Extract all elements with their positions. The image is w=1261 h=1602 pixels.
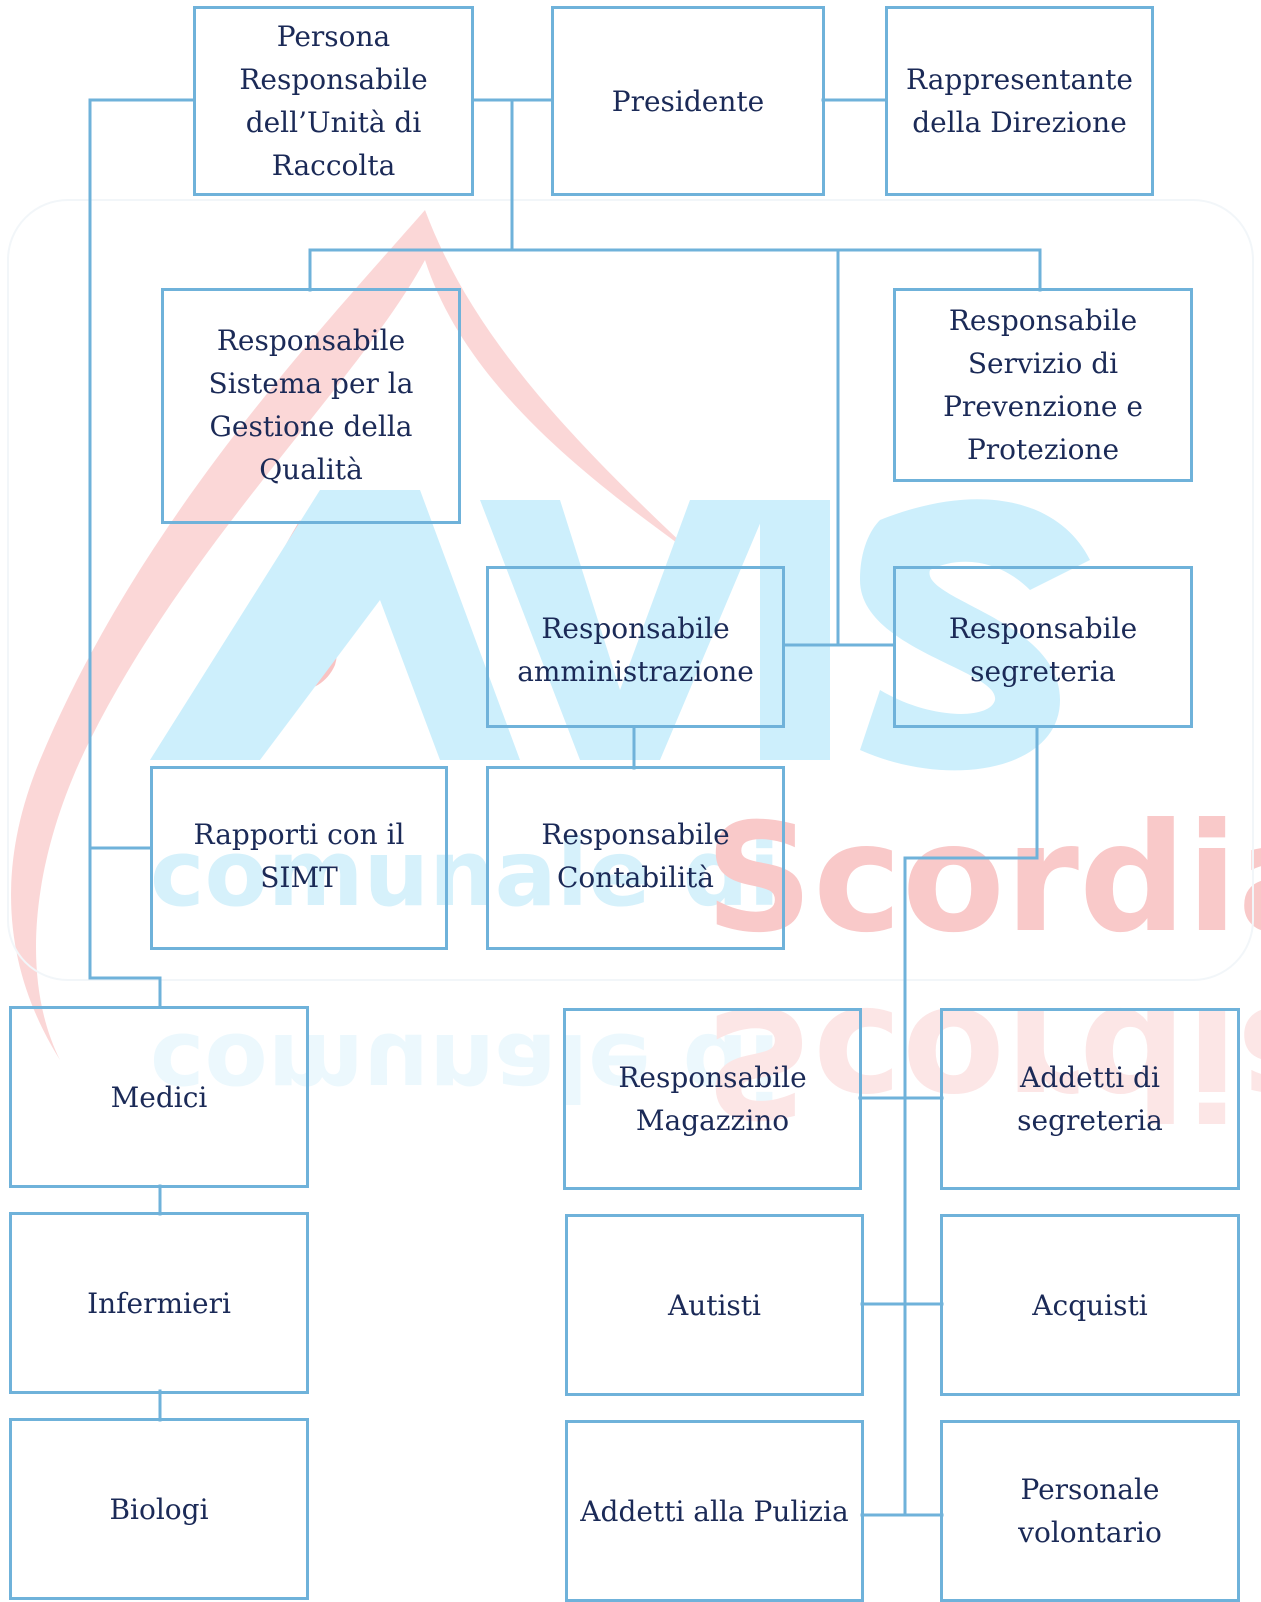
box-rapporti-simt: Rapporti con il SIMT [150,766,448,950]
label-responsabile-contabilita: Responsabile Contabilità [541,818,730,894]
box-medici: Medici [9,1006,309,1188]
label-responsabile-qualita: Responsabile Sistema per la Gestione del… [208,324,414,486]
label-biologi: Biologi [109,1492,209,1526]
watermark-frame [7,199,1254,981]
watermark-drop-swoosh [11,210,700,1060]
box-responsabile-segreteria: Responsabile segreteria [893,566,1193,728]
box-responsabile-qualita: Responsabile Sistema per la Gestione del… [161,288,461,524]
label-rappresentante-direzione: Rappresentante della Direzione [906,63,1133,139]
watermark-comunale-reflection: comunale di [150,1013,780,1120]
label-responsabile-prevenzione: Responsabile Servizio di Prevenzione e P… [943,304,1143,466]
watermark-scordia-reflection: Scordia [705,974,1261,1148]
label-medici: Medici [110,1080,208,1114]
box-persona-responsabile: Persona Responsabile dell’Unità di Racco… [193,6,474,196]
box-responsabile-amministrazione: Responsabile amministrazione [486,566,785,728]
box-responsabile-prevenzione: Responsabile Servizio di Prevenzione e P… [893,288,1193,482]
label-responsabile-magazzino: Responsabile Magazzino [618,1061,807,1137]
label-presidente: Presidente [611,84,765,118]
box-responsabile-contabilita: Responsabile Contabilità [486,766,785,950]
box-rappresentante-direzione: Rappresentante della Direzione [885,6,1154,196]
label-personale-volontario: Personale volontario [1018,1473,1162,1549]
label-acquisti: Acquisti [1032,1288,1148,1322]
box-presidente: Presidente [551,6,825,196]
label-addetti-segreteria: Addetti di segreteria [1017,1061,1163,1137]
label-rapporti-simt: Rapporti con il SIMT [193,818,405,894]
watermark-comunale-text: comunale di [150,820,780,927]
box-infermieri: Infermieri [9,1212,309,1394]
box-responsabile-magazzino: Responsabile Magazzino [563,1008,862,1190]
box-acquisti: Acquisti [940,1214,1240,1396]
box-addetti-pulizia: Addetti alla Pulizia [565,1420,864,1602]
label-responsabile-amministrazione: Responsabile amministrazione [517,612,754,688]
label-persona-responsabile: Persona Responsabile dell’Unità di Racco… [239,20,428,182]
watermark-scordia-text: Scordia [705,792,1261,966]
box-autisti: Autisti [565,1214,864,1396]
box-addetti-segreteria: Addetti di segreteria [940,1008,1240,1190]
label-addetti-pulizia: Addetti alla Pulizia [580,1494,849,1528]
label-infermieri: Infermieri [87,1286,231,1320]
label-autisti: Autisti [667,1288,762,1322]
box-personale-volontario: Personale volontario [940,1420,1240,1602]
box-biologi: Biologi [9,1418,309,1600]
label-responsabile-segreteria: Responsabile segreteria [948,612,1138,688]
